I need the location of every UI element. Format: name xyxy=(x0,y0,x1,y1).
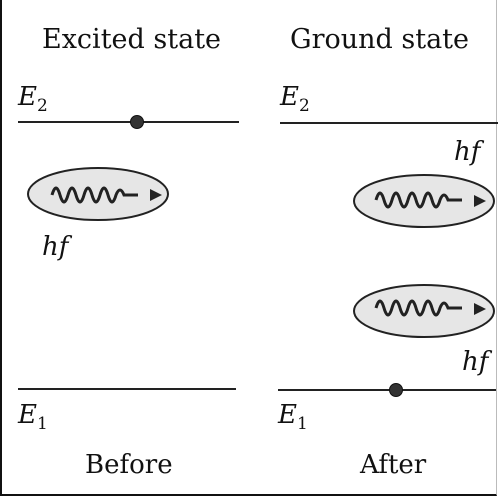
hf-label-top: hf xyxy=(454,137,480,167)
hf-label-incident: hf xyxy=(42,232,68,262)
e2-label-after: E2 xyxy=(280,82,310,116)
photon-incident-after-icon xyxy=(352,172,496,230)
e2-level-line-before xyxy=(18,121,239,123)
e2-level-line-after xyxy=(280,122,498,124)
photon-incident-icon xyxy=(26,165,170,223)
e1-level-line-before xyxy=(18,388,236,390)
after-caption: After xyxy=(360,450,426,480)
electron-ground xyxy=(389,383,403,397)
excited-state-title: Excited state xyxy=(42,24,221,55)
photon-emitted-icon xyxy=(352,282,496,340)
e1-label-before: E1 xyxy=(18,400,48,434)
e1-label-after: E1 xyxy=(278,400,308,434)
ground-state-title: Ground state xyxy=(290,24,469,55)
e1-level-line-after xyxy=(278,389,496,391)
e2-label-before: E2 xyxy=(18,82,48,116)
before-caption: Before xyxy=(85,450,173,480)
before-panel: Excited state E2 hf E1 Before xyxy=(0,0,250,499)
electron-excited xyxy=(130,115,144,129)
hf-label-bottom: hf xyxy=(462,347,488,377)
after-panel: Ground state E2 hf hf E1 After xyxy=(250,0,500,499)
